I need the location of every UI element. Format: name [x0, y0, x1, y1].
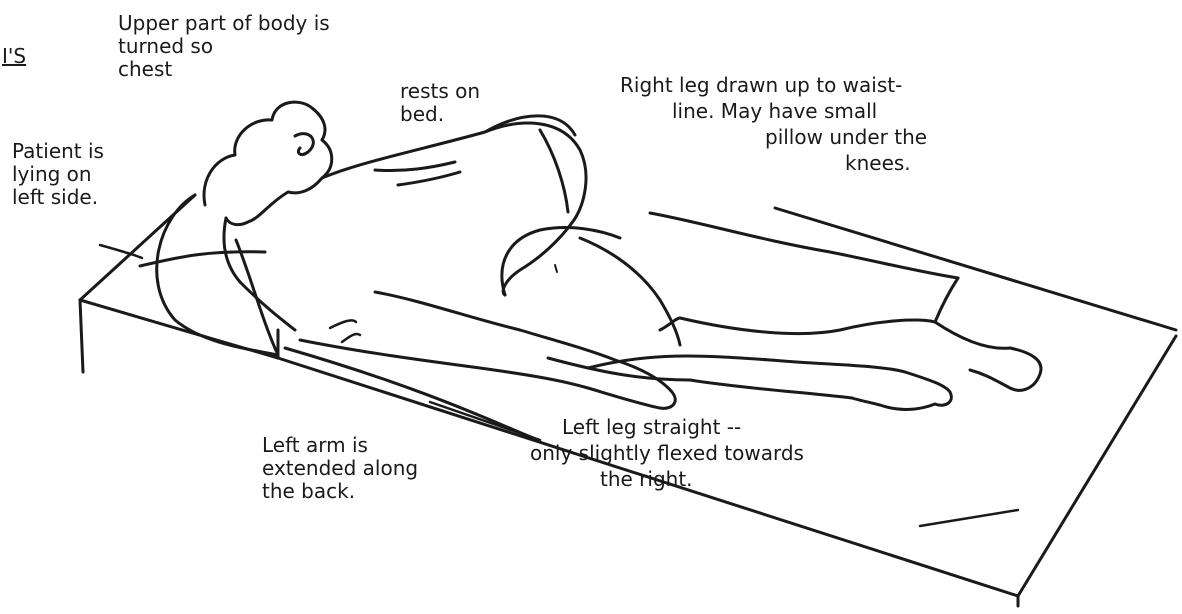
bed-back-edge — [775, 208, 1176, 330]
upper-body-line-4: bed. — [400, 103, 480, 126]
upper-body-line-2: turned so — [118, 35, 330, 58]
right-knee — [935, 278, 958, 322]
left-leg-label-3: the right. — [600, 468, 693, 491]
left-arm-label: Left arm is extended along the back. — [262, 434, 418, 503]
pillow-crease — [100, 245, 142, 258]
right-leg-label-4: knees. — [845, 152, 911, 175]
right-foot — [935, 322, 1041, 390]
right-leg-line-2: line. May have small — [672, 100, 877, 123]
back-curve — [240, 282, 295, 330]
upper-body-label-cont: rests on bed. — [400, 80, 480, 126]
right-leg-line-4: knees. — [845, 152, 911, 175]
left-leg-line-3: the right. — [600, 468, 693, 491]
right-leg-label: Right leg drawn up to waist- — [620, 74, 902, 97]
right-leg-line-3: pillow under the — [765, 126, 927, 149]
right-thigh-lower — [680, 318, 935, 334]
pointer-left-leg — [920, 510, 1018, 526]
patient-side-label: Patient is lying on left side. — [12, 140, 104, 209]
upper-body-label: Upper part of body is turned so chest — [118, 12, 330, 81]
left-leg-line-2: only slightly flexed towards — [530, 442, 804, 465]
right-arm-lower — [540, 130, 568, 212]
left-leg-line-1: Left leg straight -- — [562, 416, 741, 439]
patient-side-line-1: Patient is — [12, 140, 104, 163]
right-leg-line-1: Right leg drawn up to waist- — [620, 74, 902, 97]
head — [204, 102, 332, 282]
left-arm-line-1: Left arm is — [262, 434, 418, 457]
left-arm-line-3: the back. — [262, 480, 418, 503]
left-arm-bottom — [300, 340, 588, 388]
head-contour — [224, 218, 240, 282]
right-arm — [485, 123, 586, 220]
hair-outline — [204, 102, 332, 224]
pillow-outline — [157, 195, 278, 355]
left-arm — [300, 292, 675, 408]
bed-left-corner — [80, 300, 83, 372]
right-thigh-upper — [650, 213, 958, 278]
cut-off-heading-fragment: I'S — [2, 44, 26, 68]
left-leg-label-2: only slightly flexed towards — [530, 442, 804, 465]
right-leg-label-2: line. May have small — [672, 100, 877, 123]
upper-body-line-1: Upper part of body is — [118, 12, 330, 35]
buttocks — [502, 228, 680, 345]
left-arm-top — [375, 292, 615, 360]
patient-side-line-2: lying on — [12, 163, 104, 186]
tick-mark — [555, 265, 557, 272]
upper-body-line-3b: rests on — [400, 80, 480, 103]
pointer-left-arm — [430, 402, 540, 440]
elbow-mark — [342, 334, 360, 342]
right-arm-upper — [485, 123, 586, 220]
upper-back-line — [375, 162, 455, 171]
buttocks-crease — [580, 238, 680, 345]
ear — [295, 134, 313, 155]
shoulder-blade — [398, 172, 460, 185]
left-arm-line-2: extended along — [262, 457, 418, 480]
upper-body-line-3a: chest — [118, 58, 330, 81]
patient-side-line-3: left side. — [12, 186, 104, 209]
left-leg-top — [588, 356, 905, 372]
bed-right-edge — [1018, 336, 1176, 596]
left-leg-label: Left leg straight -- — [562, 416, 741, 439]
left-hand — [588, 360, 675, 408]
right-leg-label-3: pillow under the — [765, 126, 927, 149]
left-foot — [852, 372, 951, 409]
back-crease — [330, 320, 356, 328]
